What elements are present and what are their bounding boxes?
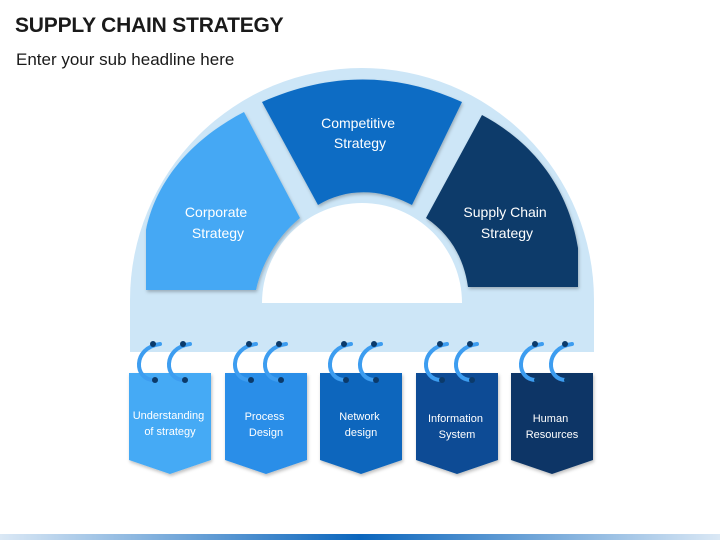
- card-process[interactable]: Process Design: [225, 373, 307, 474]
- card-label-process: Process Design: [245, 411, 288, 439]
- card-label-understanding: Understanding of strategy: [133, 410, 208, 438]
- ring-hole: [469, 377, 475, 383]
- ring-hole: [532, 341, 538, 347]
- card-understanding[interactable]: Understanding of strategy: [129, 373, 211, 474]
- ring-hole: [373, 377, 379, 383]
- ring-hole: [562, 341, 568, 347]
- page-subtitle: Enter your sub headline here: [16, 50, 235, 69]
- ring-hole: [534, 377, 540, 383]
- segment-competitive[interactable]: [262, 79, 462, 206]
- card-network[interactable]: Network design: [320, 373, 402, 474]
- ring-hole: [246, 341, 252, 347]
- page-title: SUPPLY CHAIN STRATEGY: [15, 14, 284, 37]
- ring-hole: [150, 341, 156, 347]
- segment-label-corporate: Corporate Strategy: [185, 204, 251, 241]
- segment-corporate[interactable]: [146, 112, 300, 290]
- card-label-information: Information System: [428, 413, 486, 441]
- segment-label-supply-chain: Supply Chain Strategy: [463, 204, 550, 241]
- ring-hole: [278, 377, 284, 383]
- arch-inner-hole: [262, 203, 462, 303]
- ring-hole: [371, 341, 377, 347]
- segment-label-competitive: Competitive Strategy: [321, 115, 399, 151]
- ring-hole: [343, 377, 349, 383]
- card-human[interactable]: Human Resources: [511, 373, 593, 474]
- ring-hole: [276, 341, 282, 347]
- bottom-accent-bar: [0, 534, 720, 540]
- ring-hole: [180, 341, 186, 347]
- ring-hole: [564, 377, 570, 383]
- ring-hole: [341, 341, 347, 347]
- ring-hole: [437, 341, 443, 347]
- card-information[interactable]: Information System: [416, 373, 498, 474]
- ring-hole: [467, 341, 473, 347]
- segment-supply-chain[interactable]: [426, 115, 578, 287]
- card-label-network: Network design: [339, 411, 382, 439]
- ring-hole: [439, 377, 445, 383]
- ring-hole: [248, 377, 254, 383]
- card-label-human: Human Resources: [526, 413, 579, 441]
- ring-hole: [152, 377, 158, 383]
- ring-hole: [182, 377, 188, 383]
